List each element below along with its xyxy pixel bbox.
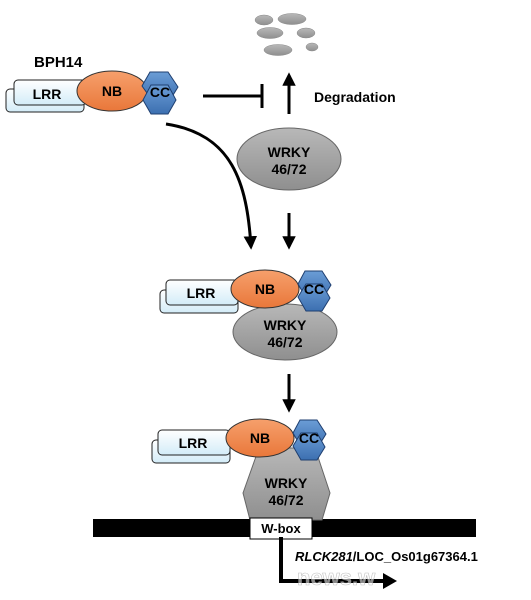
wrky-top: WRKY 46/72 <box>236 127 342 191</box>
fragment <box>296 27 316 39</box>
lrr-label: LRR <box>187 285 216 301</box>
cc-label: CC <box>304 281 324 297</box>
fragment <box>263 44 293 56</box>
fragment <box>254 14 274 26</box>
cc-domain-front <box>292 432 326 461</box>
wrky-label-line2: 46/72 <box>267 334 302 350</box>
cc-label: CC <box>299 430 319 446</box>
nb-label: NB <box>250 430 270 446</box>
bph14-wrky-complex-middle: LRR NB CC WRKY 46/72 <box>159 269 338 361</box>
cc-label: CC <box>150 84 170 100</box>
nb-label: NB <box>255 281 275 297</box>
gene-label: RLCK281/LOC_Os01g67364.1 <box>295 549 478 564</box>
nb-domain <box>225 418 295 458</box>
degradation-label: Degradation <box>314 89 396 105</box>
degradation-fragments <box>254 13 319 56</box>
fragment <box>277 13 307 25</box>
fragment <box>256 27 284 39</box>
nb-domain <box>230 269 300 309</box>
wrky-label-line2: 46/72 <box>268 492 303 508</box>
cc-domain-front <box>297 283 331 312</box>
wrky-label-line1: WRKY <box>268 144 311 160</box>
transcription-start-arrow <box>279 537 385 583</box>
bph14-wrky-complex-bottom: LRR NB CC WRKY 46/72 <box>151 418 331 521</box>
lrr-label: LRR <box>179 435 208 451</box>
fragment <box>305 42 319 52</box>
wrky-label-line1: WRKY <box>265 475 308 491</box>
gene-locus: /LOC_Os01g67364.1 <box>353 549 478 564</box>
watermark-text: news.w <box>297 565 376 590</box>
bph14-label: BPH14 <box>34 54 83 71</box>
w-box-label: W-box <box>261 521 301 536</box>
nb-label: NB <box>102 83 122 99</box>
cc-domain-front <box>142 84 177 115</box>
lrr-label: LRR <box>33 86 62 102</box>
transcription-arrowhead <box>383 573 397 589</box>
interaction-curve-arrow <box>165 122 258 250</box>
gene-italic-name: RLCK281 <box>295 549 353 564</box>
bph14-complex-top: LRR NB CC <box>5 70 179 115</box>
wrky-label-line1: WRKY <box>264 317 307 333</box>
wrky-label-line2: 46/72 <box>271 161 306 177</box>
inhibition-arrow <box>203 84 264 108</box>
